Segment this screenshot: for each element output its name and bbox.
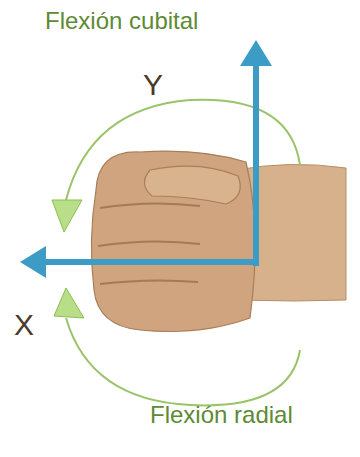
thumb [144, 166, 240, 204]
arrowhead [240, 40, 272, 66]
x-axis [40, 259, 259, 265]
fist [91, 151, 255, 331]
finger-crease [100, 280, 198, 284]
arrowhead [20, 246, 46, 278]
axis-letter: X [14, 308, 34, 341]
rotation-arc [66, 100, 300, 200]
axis-letter: Y [143, 68, 163, 101]
finger-crease [98, 241, 200, 246]
y-axis [253, 58, 259, 266]
finger-crease [100, 203, 200, 208]
axis-caption: Flexión cubital [45, 8, 198, 34]
arrowhead [54, 288, 84, 318]
rotation-arc [66, 318, 300, 405]
axis-caption: Flexión radial [150, 402, 293, 428]
arrowhead [52, 200, 82, 232]
